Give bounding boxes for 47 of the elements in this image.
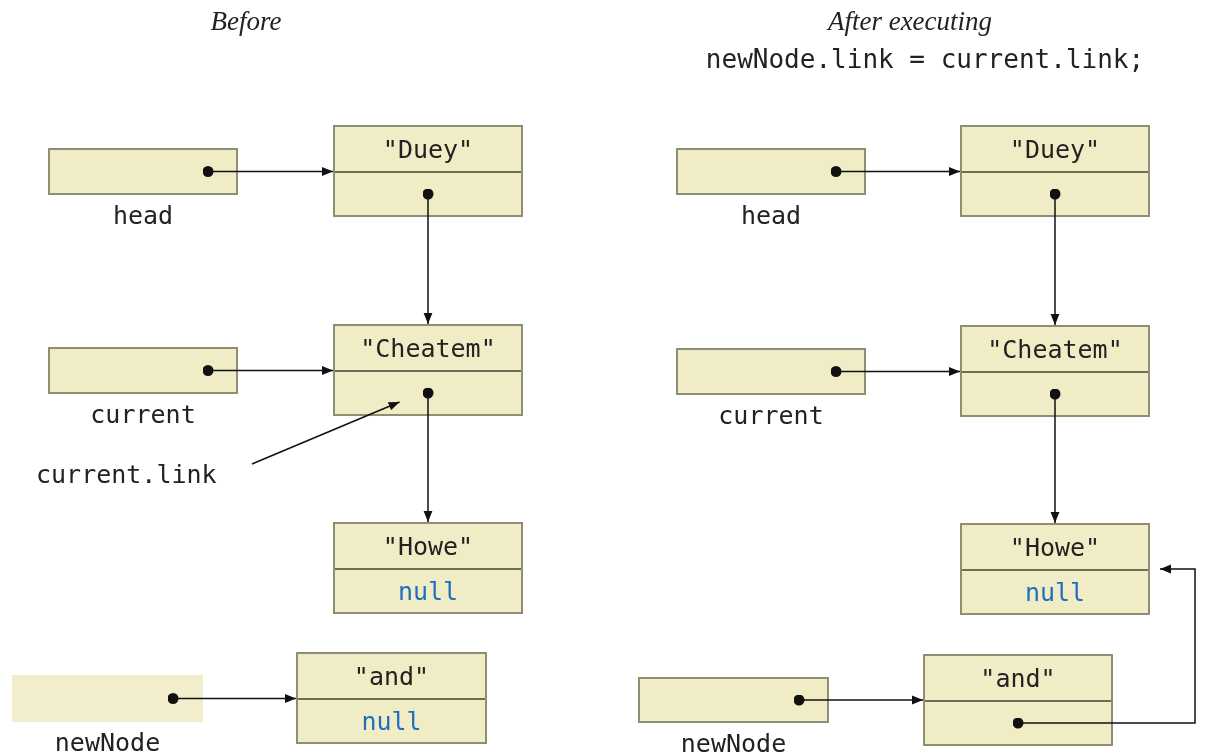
variable-box <box>638 677 829 723</box>
leader-line <box>251 401 401 465</box>
panel-heading: Before <box>210 6 282 37</box>
variable-name: head <box>740 201 802 230</box>
pointer-label: current.link <box>36 460 250 494</box>
null-keyword: null <box>361 706 422 736</box>
variable-box <box>48 347 238 394</box>
variable-name: newNode <box>54 728 161 754</box>
node-value: "and" <box>980 663 1056 693</box>
list-node-box <box>960 325 1150 417</box>
pointer-arrow <box>1012 564 1196 729</box>
panel-heading: After executing <box>827 6 993 37</box>
pointer-arrow <box>422 188 434 325</box>
list-node-box <box>333 125 523 217</box>
variable-box <box>12 675 203 722</box>
pointer-arrow <box>793 694 924 706</box>
node-value: "Duey" <box>1009 134 1101 164</box>
list-node-box <box>960 523 1150 615</box>
list-node-box <box>333 522 523 614</box>
variable-box <box>48 148 238 195</box>
pointer-arrow <box>422 387 434 523</box>
list-node-box <box>960 125 1150 217</box>
pointer-arrow <box>1049 388 1061 524</box>
variable-box <box>676 148 866 195</box>
variable-name: newNode <box>680 729 787 754</box>
node-value: "Duey" <box>382 134 474 164</box>
pointer-arrow <box>202 166 334 177</box>
pointer-arrow <box>830 166 961 177</box>
pointer-arrow <box>202 365 334 376</box>
variable-name: head <box>112 201 174 230</box>
pointer-arrow <box>167 693 297 704</box>
variable-name: current <box>718 401 824 430</box>
list-node-box <box>296 652 487 744</box>
list-node-box <box>333 324 523 416</box>
node-value: "Cheatem" <box>360 333 496 363</box>
node-value: "and" <box>353 661 430 691</box>
variable-box <box>676 348 866 395</box>
pointer-arrow <box>1049 188 1061 326</box>
node-value: "Cheatem" <box>987 334 1123 364</box>
null-keyword: null <box>1024 577 1086 607</box>
list-node-box <box>923 654 1113 746</box>
variable-name: current <box>90 400 196 429</box>
null-keyword: null <box>397 576 459 606</box>
code-statement: newNode.link = current.link; <box>705 44 1145 74</box>
node-value: "Howe" <box>1009 532 1101 562</box>
node-value: "Howe" <box>382 531 474 561</box>
pointer-arrow <box>830 366 961 377</box>
